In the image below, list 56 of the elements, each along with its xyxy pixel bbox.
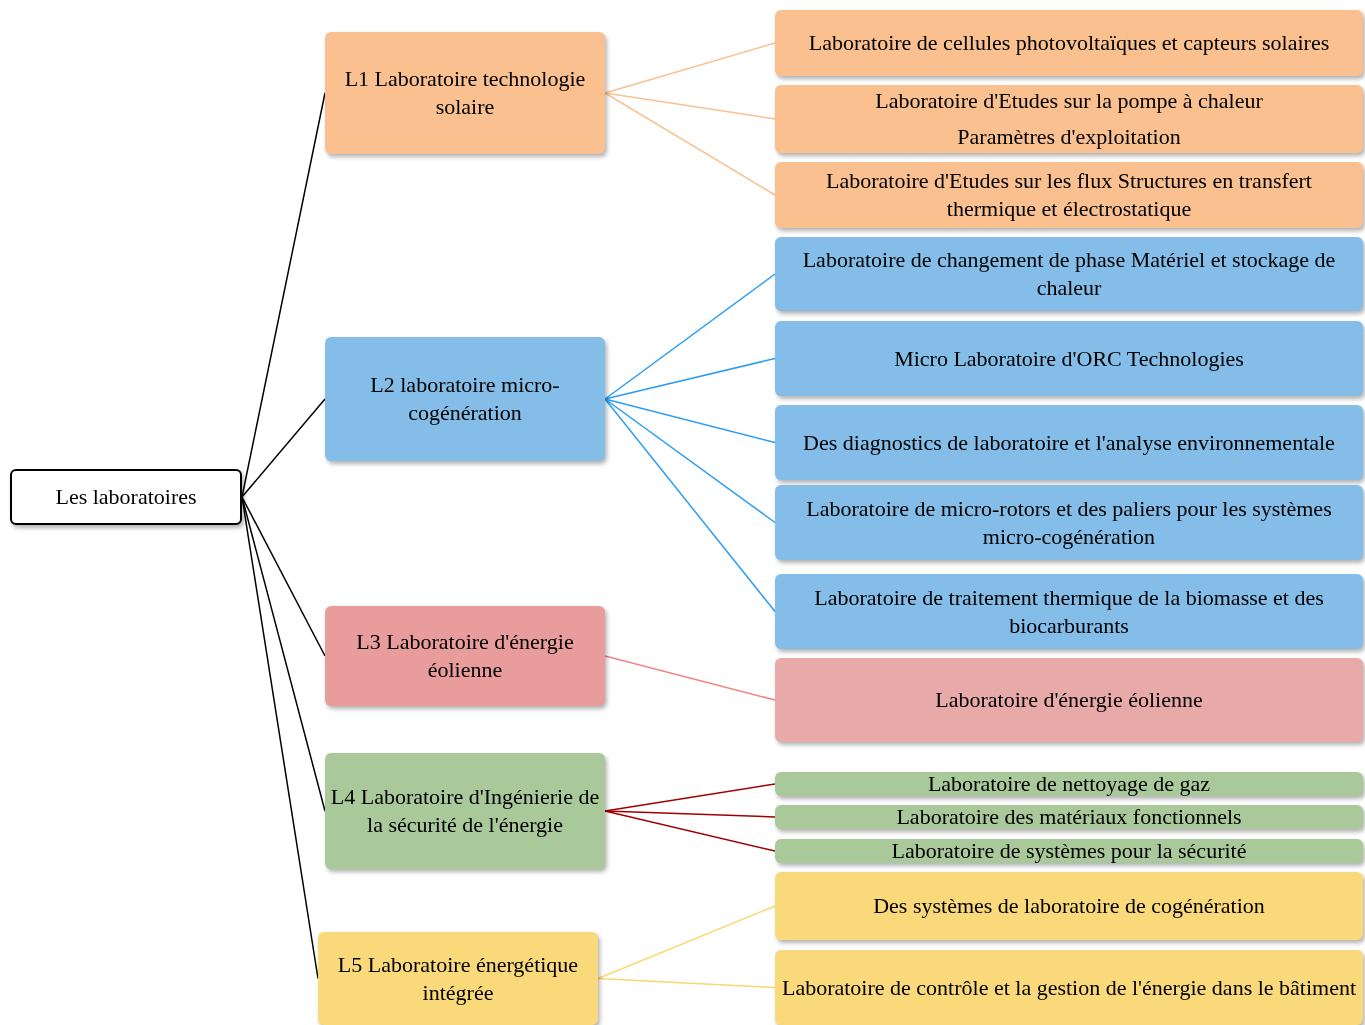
root-box <box>10 469 242 525</box>
connector-line <box>241 398 326 498</box>
lab-box <box>775 950 1363 1025</box>
lab-box <box>775 805 1363 829</box>
connector-line <box>604 398 776 524</box>
lab-box <box>775 85 1363 153</box>
connector-line <box>597 905 776 980</box>
node-text: Laboratoire de nettoyage de gaz <box>927 773 1211 795</box>
node-text: Laboratoire d'Etudes sur la pompe à chaleur <box>875 87 1263 115</box>
node-text: Les laboratoires <box>55 483 197 511</box>
connector-line <box>604 42 776 94</box>
node-text: Laboratoire d'énergie éolienne <box>935 686 1203 714</box>
node-text: Laboratoire de cellules photovoltaïques et capteurs solaires <box>808 29 1330 57</box>
node-text: Laboratoire de micro-rotors et des paliers pour les systèmes micro-cogénération <box>805 494 1333 551</box>
node-text: Laboratoire de changement de phase Matériel et stockage de chaleur <box>801 246 1337 302</box>
node-text: Paramètres d'exploitation <box>957 123 1181 151</box>
node-text: Micro Laboratoire d'ORC Technologies <box>894 344 1244 373</box>
connector-line <box>604 92 776 120</box>
lab-box <box>775 405 1363 480</box>
connector-line <box>604 810 776 852</box>
lab-box <box>775 485 1363 560</box>
connector-line <box>604 655 776 701</box>
connector-line <box>241 92 326 498</box>
connector-line <box>241 496 326 657</box>
category-box <box>325 337 605 461</box>
lab-box <box>775 872 1363 940</box>
lab-box <box>775 658 1363 742</box>
node-text: L2 laboratoire micro-cogénération <box>369 371 561 427</box>
lab-box <box>775 574 1363 649</box>
lab-box <box>775 10 1363 76</box>
lab-box <box>775 772 1363 796</box>
node-text: Laboratoire d'Etudes sur les flux Structures en transfert thermique et électrostatique <box>825 167 1313 223</box>
connector-line <box>604 398 776 444</box>
node-text: Des systèmes de laboratoire de cogénération <box>873 892 1265 920</box>
node-text: Laboratoire des matériaux fonctionnels <box>896 806 1242 828</box>
connector-line <box>597 977 776 989</box>
node-text: Des diagnostics de laboratoire et l'analyse environnementale <box>803 428 1335 457</box>
node-text: L5 Laboratoire énergétique intégrée <box>336 950 580 1007</box>
category-box <box>318 932 598 1025</box>
node-text: L4 Laboratoire d'Ingénierie de la sécurité de l'énergie <box>329 783 601 839</box>
lab-box <box>775 237 1363 311</box>
connector-line <box>604 357 776 400</box>
category-box <box>325 753 605 869</box>
connector-line <box>604 398 776 613</box>
category-box <box>325 606 605 706</box>
node-text: Laboratoire de systèmes pour la sécurité <box>891 840 1247 862</box>
lab-box <box>775 162 1363 228</box>
node-text: Laboratoire de traitement thermique de la biomasse et des biocarburants <box>813 583 1325 640</box>
node-text: L1 Laboratoire technologie solaire <box>343 65 587 121</box>
node-text: L3 Laboratoire d'énergie éolienne <box>355 628 575 684</box>
connector-line <box>604 273 776 400</box>
connector-line <box>604 92 776 196</box>
node-text: Laboratoire de contrôle et la gestion de l'énergie dans le bâtiment <box>781 973 1357 1002</box>
lab-box <box>775 839 1363 863</box>
lab-box <box>775 321 1363 396</box>
category-box <box>325 32 605 154</box>
